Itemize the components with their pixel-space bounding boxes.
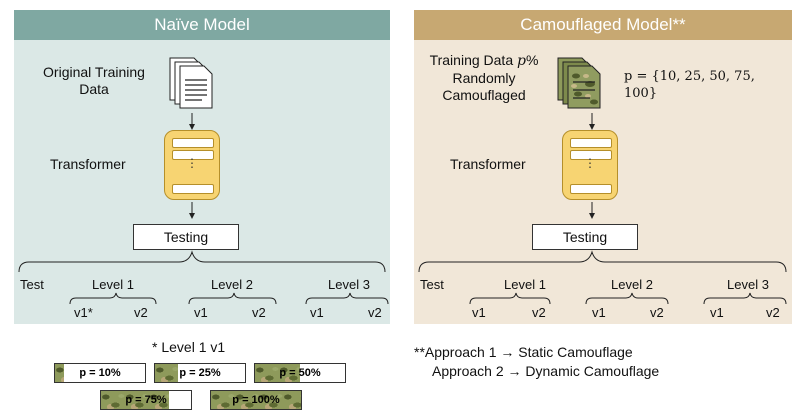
approach-1-note: **Approach 1 → Static Camouflage bbox=[414, 344, 633, 360]
camouflaged-document-stack-icon bbox=[557, 57, 601, 109]
training-data-line3: Camouflaged bbox=[442, 87, 526, 103]
camo-label: p = 50% bbox=[279, 367, 321, 379]
camo-bar-100: p = 100% bbox=[210, 390, 302, 410]
camo-label: p = 10% bbox=[79, 367, 121, 379]
version-label: v1 bbox=[592, 305, 606, 320]
version-label: v1 bbox=[194, 305, 208, 320]
level-braces bbox=[69, 292, 389, 305]
testing-box: Testing bbox=[133, 224, 239, 250]
version-label: v2 bbox=[368, 305, 382, 320]
training-data-label: Training Data p% Randomly Camouflaged bbox=[418, 52, 550, 104]
version-label: v2 bbox=[134, 305, 148, 320]
camo-bar-25: p = 25% bbox=[154, 363, 246, 383]
down-arrow-icon bbox=[189, 113, 195, 130]
p-formula: p = {10, 25, 50, 75, 100} bbox=[624, 69, 755, 101]
percent-sign: % bbox=[525, 52, 539, 68]
training-data-line2: Randomly bbox=[452, 70, 516, 86]
version-label: v2 bbox=[532, 305, 546, 320]
down-arrow-icon bbox=[589, 202, 595, 219]
transformer-label: Transformer bbox=[450, 156, 526, 172]
level-3-label: Level 3 bbox=[328, 277, 370, 292]
version-label: v1* bbox=[74, 305, 93, 320]
down-arrow-icon bbox=[589, 113, 595, 130]
brace-icon bbox=[418, 250, 787, 273]
camo-bar-50: p = 50% bbox=[254, 363, 346, 383]
camo-label: p = 100% bbox=[232, 394, 280, 406]
camo-fill bbox=[255, 364, 300, 382]
version-label: v1 bbox=[472, 305, 486, 320]
test-label: Test bbox=[420, 277, 444, 292]
camo-fill bbox=[155, 364, 178, 382]
camo-fill bbox=[55, 364, 64, 382]
level-1-label: Level 1 bbox=[92, 277, 134, 292]
camo-bar-75: p = 75% bbox=[100, 390, 192, 410]
version-label: v2 bbox=[650, 305, 664, 320]
level-2-label: Level 2 bbox=[211, 277, 253, 292]
camo-bar-10: p = 10% bbox=[54, 363, 146, 383]
version-label: v2 bbox=[252, 305, 266, 320]
transformer-block: ⋮ bbox=[562, 130, 618, 200]
p-variable: p bbox=[517, 53, 526, 69]
original-training-data-label: Original Training Data bbox=[43, 64, 145, 97]
brace-icon bbox=[18, 250, 386, 273]
level-braces bbox=[469, 292, 787, 305]
document-stack-icon bbox=[169, 57, 213, 109]
down-arrow-icon bbox=[189, 202, 195, 219]
camo-fill bbox=[211, 391, 301, 409]
testing-box: Testing bbox=[532, 224, 638, 250]
level-1-label: Level 1 bbox=[504, 277, 546, 292]
camo-label: p = 75% bbox=[125, 394, 167, 406]
version-label: v1 bbox=[310, 305, 324, 320]
level-2-label: Level 2 bbox=[611, 277, 653, 292]
camouflaged-model-title: Camouflaged Model** bbox=[414, 10, 792, 40]
level-3-label: Level 3 bbox=[727, 277, 769, 292]
camouflaged-model-panel: Camouflaged Model** Training Data p% Ran… bbox=[414, 10, 792, 324]
test-label: Test bbox=[20, 277, 44, 292]
training-data-line1: Training Data bbox=[429, 52, 514, 68]
version-label: v2 bbox=[766, 305, 780, 320]
level-1-v1-footnote-title: * Level 1 v1 bbox=[152, 339, 226, 355]
approach-2-note: Approach 2 → Dynamic Camouflage bbox=[432, 363, 660, 379]
naive-model-panel: Naïve Model Original Training Data Trans… bbox=[14, 10, 390, 324]
transformer-label: Transformer bbox=[50, 156, 126, 172]
naive-model-title: Naïve Model bbox=[14, 10, 390, 40]
transformer-block: ⋮ bbox=[164, 130, 220, 200]
camo-label: p = 25% bbox=[179, 367, 221, 379]
version-label: v1 bbox=[710, 305, 724, 320]
camo-fill bbox=[101, 391, 169, 409]
